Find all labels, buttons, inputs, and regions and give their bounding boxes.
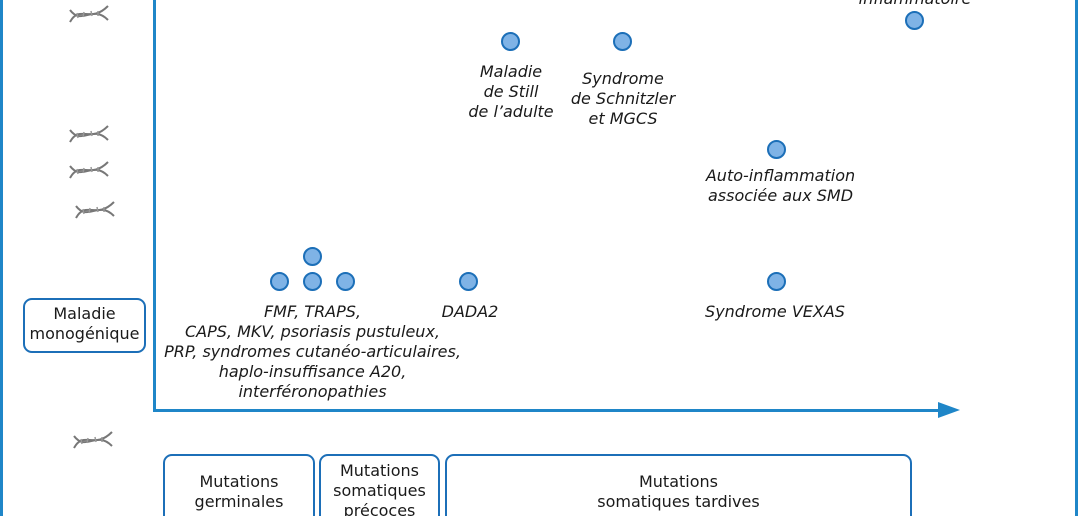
fmf-group-dot [270, 272, 289, 291]
still-disease-label: Maladie de Still de l’adulte [468, 62, 554, 121]
late-somatic-mutations-box: Mutations somatiques tardives [445, 454, 912, 516]
frame-left-border [0, 0, 3, 516]
vexas-label: Syndrome VEXAS [705, 302, 845, 321]
y-axis [153, 0, 156, 412]
dada2-label: DADA2 [441, 302, 499, 321]
schnitzler-label: Syndrome de Schnitzler et MGCS [570, 69, 676, 128]
monogenic-label-line: monogénique [29, 324, 140, 343]
x-axis-arrow-head [938, 402, 960, 418]
dna-icon [69, 125, 109, 143]
monogenic-label-line: Maladie [53, 304, 116, 323]
frame-right-border [1075, 0, 1078, 516]
dna-icon [69, 161, 109, 179]
monogenic-disease-box: Maladie monogénique [23, 298, 146, 353]
dna-icon [69, 5, 109, 23]
fmf-group-dot [336, 272, 355, 291]
smd-dot [767, 140, 786, 159]
early-somatic-mutations-box: Mutations somatiques précoces [319, 454, 440, 516]
fmf-group-dot [303, 272, 322, 291]
dada2-dot [459, 272, 478, 291]
top-right-dot [905, 11, 924, 30]
schnitzler-dot [613, 32, 632, 51]
fmf-group-dot [303, 247, 322, 266]
dna-icon [75, 201, 115, 219]
vexas-dot [767, 272, 786, 291]
still-disease-dot [501, 32, 520, 51]
x-axis [153, 409, 943, 412]
dna-icon [73, 431, 113, 449]
top-right-partial-label: inflammatoire [820, 0, 1010, 9]
fmf-group-label: FMF, TRAPS, CAPS, MKV, psoriasis pustule… [164, 302, 461, 401]
smd-label: Auto-inflammation associée aux SMD [705, 166, 856, 205]
germline-mutations-box: Mutations germinales [163, 454, 315, 516]
